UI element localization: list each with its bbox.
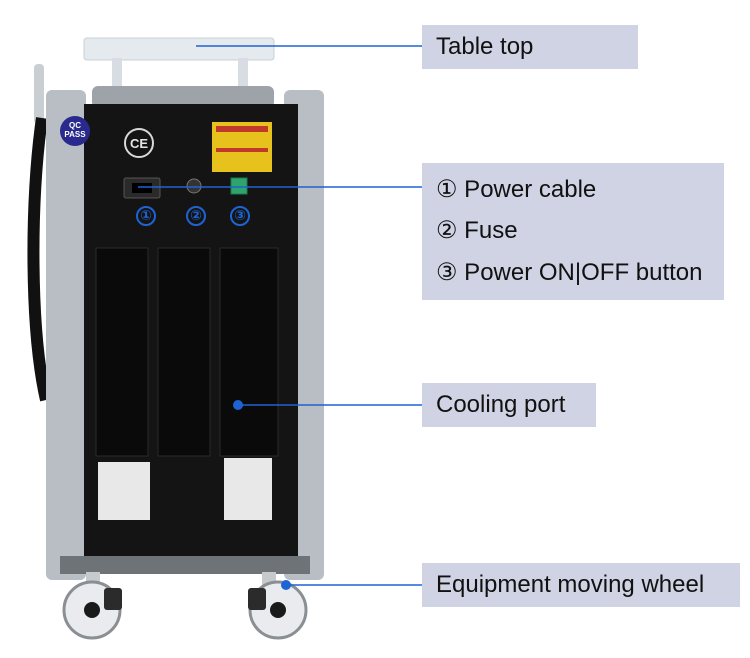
table-top-post-left	[112, 58, 122, 92]
cable	[27, 117, 52, 402]
spec-label-left	[98, 462, 150, 520]
vent-panel-1	[95, 247, 149, 457]
power-socket-pins	[132, 183, 152, 193]
marker-2: ②	[186, 206, 206, 226]
callout-wheel-text: Equipment moving wheel	[436, 571, 705, 598]
vent-panel-3	[219, 247, 279, 457]
callout-cooling-port: Cooling port	[422, 383, 596, 427]
caution-label-stripe	[216, 126, 268, 132]
vent-panel-2	[157, 247, 211, 457]
fuse-holder	[186, 178, 202, 194]
caution-label-stripe-2	[216, 148, 268, 152]
callout-fuse: ② Fuse	[436, 217, 518, 245]
base-bar	[60, 556, 310, 574]
qc-pass-badge: QC PASS	[60, 116, 90, 146]
table-top-post-right	[238, 58, 248, 92]
frame-left	[46, 90, 86, 580]
callout-cooling-port-text: Cooling port	[436, 391, 566, 418]
callout-power-cable: ① Power cable	[436, 175, 597, 203]
marker-1: ①	[136, 206, 156, 226]
callout-wheel: Equipment moving wheel	[422, 563, 740, 607]
callout-power: ① Power cable ② Fuse ③ Power ON|OFF butt…	[422, 163, 724, 300]
callout-power-button: ③ Power ON|OFF button	[436, 259, 703, 287]
power-switch	[230, 177, 248, 195]
callout-table-top: Table top	[422, 25, 638, 69]
ce-mark: CE	[124, 128, 154, 158]
wheel-dot	[281, 580, 291, 590]
callout-table-top-text: Table top	[436, 33, 534, 60]
top-cap	[92, 86, 274, 108]
handle-bar	[34, 64, 44, 124]
cooling-port-dot	[233, 400, 243, 410]
spec-label-right	[224, 458, 272, 520]
wheel-left	[62, 572, 122, 640]
badge-line-2: PASS	[64, 130, 86, 139]
badge-line-1: QC	[69, 121, 81, 131]
table-top-glass	[83, 37, 275, 61]
wheel-right	[248, 572, 308, 640]
marker-3: ③	[230, 206, 250, 226]
